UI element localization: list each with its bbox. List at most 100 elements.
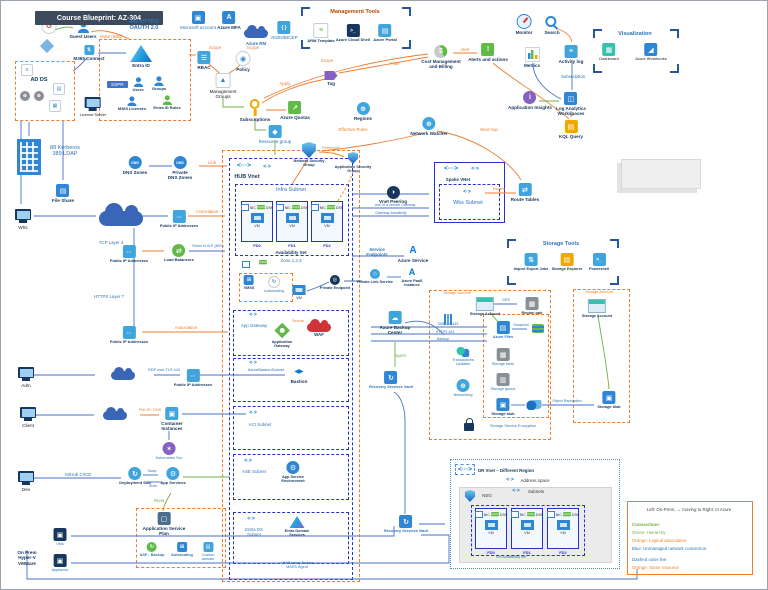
powershell-icon — [592, 253, 606, 266]
smb-label: SMB 3.0 445 — [437, 322, 459, 326]
storage-bracket-tr — [610, 239, 619, 248]
m365-connect: M365 Connect — [73, 45, 105, 61]
hub-outer-box — [222, 150, 360, 582]
github-label: GitHub CI/CD — [64, 472, 92, 477]
kubernetes: Kubernetes Svc — [156, 442, 182, 460]
terminal-icon — [346, 24, 360, 37]
page-title: Course Blueprint: AZ-304 — [35, 11, 163, 25]
arm-template: ARM Template — [307, 23, 335, 44]
mgmt-bracket-tr — [402, 7, 411, 16]
snapshot-label: Snapshot — [513, 323, 529, 327]
storage-account-box-2 — [573, 289, 630, 423]
m365-licenses-icon — [127, 96, 137, 106]
container-instances: Container Instances — [161, 407, 183, 432]
route-tables: Route Tables — [511, 183, 539, 202]
address-space-label: Address space — [520, 478, 550, 483]
management-groups: Management Groups — [210, 73, 236, 100]
invite-label: Invite (B2B) — [99, 34, 123, 39]
k8s-icon — [162, 442, 176, 455]
storage-table: Storage table — [492, 348, 514, 366]
association-label-2: Association — [174, 325, 198, 330]
entra-domain-services: Entra Domain Services — [285, 516, 309, 538]
search: Search — [544, 16, 560, 35]
onprem-server: On Prem Hyper-V VMWare — [17, 515, 37, 566]
monitor-icon — [85, 97, 101, 111]
infra-subnet-box — [235, 184, 349, 256]
routes-label: Routes — [492, 187, 506, 191]
azure-backup-center: Azure Backup Center — [380, 311, 410, 336]
pub-ip-dns-label: Pub IP / DNS — [138, 408, 162, 412]
spoke-vnet-icon-2: <·> — [471, 166, 479, 172]
dr-nsg — [464, 490, 476, 502]
association-label-1: Association — [195, 209, 219, 214]
nic-icon — [474, 511, 483, 518]
dashboard-icon — [602, 43, 616, 56]
adds-policy-doc — [53, 83, 65, 95]
policy: Policy — [235, 51, 251, 72]
bubbles-icon — [456, 347, 470, 357]
service-endpoints-label: Service Endpoints — [366, 247, 388, 258]
public-ip-icon — [172, 210, 186, 223]
queue-icon — [496, 373, 510, 386]
network-security-group: Network Security Group — [293, 142, 325, 168]
storage-account-inner — [483, 314, 549, 418]
snapshot-stack — [532, 324, 544, 333]
rbac: RBAC — [197, 51, 211, 70]
vm-icon — [320, 213, 334, 223]
entra-roles-icon — [162, 95, 172, 105]
entrads-vnet-icon: <·> — [247, 516, 255, 522]
dns-zones: DNS Zones — [123, 156, 147, 175]
azure-portal: Azure Portal — [373, 24, 397, 43]
legend-orange: Orange: Logical association — [632, 538, 687, 543]
vm-standalone: VM — [292, 284, 306, 300]
bastion-subnet-label: AzureBastionSubnet — [247, 367, 285, 372]
application-security-group: Application Security Group — [335, 152, 371, 174]
nsg-shield-icon — [464, 490, 476, 502]
log-icon — [564, 45, 578, 58]
asp-backup: ASP - Backup — [140, 542, 164, 557]
slots-label: Slots — [149, 484, 157, 488]
sync-icon — [84, 45, 94, 55]
legend-same: Orange: Same resource — [632, 565, 679, 570]
slot-icon — [128, 467, 142, 480]
https7-label: HTTPS Layer 7 — [93, 294, 125, 299]
vault-icon — [384, 371, 398, 384]
asg-shield-icon — [347, 152, 359, 164]
grs-label: GRS — [502, 298, 510, 302]
mgmt-bracket-tl — [301, 7, 310, 16]
adds-globe-b — [34, 91, 44, 101]
cost-icon — [434, 45, 448, 58]
private-endpoint: Private Endpoint — [320, 275, 350, 290]
workspace-icon — [564, 92, 578, 105]
storage-explorer: Storage Explorer — [552, 253, 582, 271]
metrics-icon — [524, 47, 540, 62]
subscriptions: Subscriptions — [240, 99, 271, 122]
public-ip-4: Public IP Addresses — [174, 369, 212, 388]
alert-label: Alert — [460, 47, 470, 52]
blob-icon — [496, 398, 510, 411]
adds-ou — [49, 100, 61, 112]
availability-set-label: Availability Set — [275, 250, 307, 255]
vault-icon — [399, 515, 413, 528]
vm-icon — [285, 213, 299, 223]
spheres-icon — [526, 400, 542, 410]
storage-bracket-br — [610, 276, 619, 285]
viz-bracket-bl — [593, 64, 602, 73]
explorer-icon — [560, 253, 574, 266]
resource-group: Resource group — [259, 125, 291, 144]
swap-label: Swap — [147, 469, 157, 473]
groups-icon — [153, 76, 164, 86]
picture-icon — [49, 100, 61, 112]
computer-icon — [18, 367, 34, 381]
disk-icon — [256, 205, 265, 210]
storage-account-1: Storage Account — [470, 297, 500, 316]
infra-subnet-label: Infra Subnet — [276, 187, 306, 193]
zone-label: Zone 1,2,3 — [280, 258, 302, 263]
building-icon — [17, 139, 41, 175]
load-balancers: Load Balancers — [164, 244, 194, 263]
json-bicep: JSON/BICEP — [270, 21, 298, 40]
users: Users — [132, 77, 144, 93]
